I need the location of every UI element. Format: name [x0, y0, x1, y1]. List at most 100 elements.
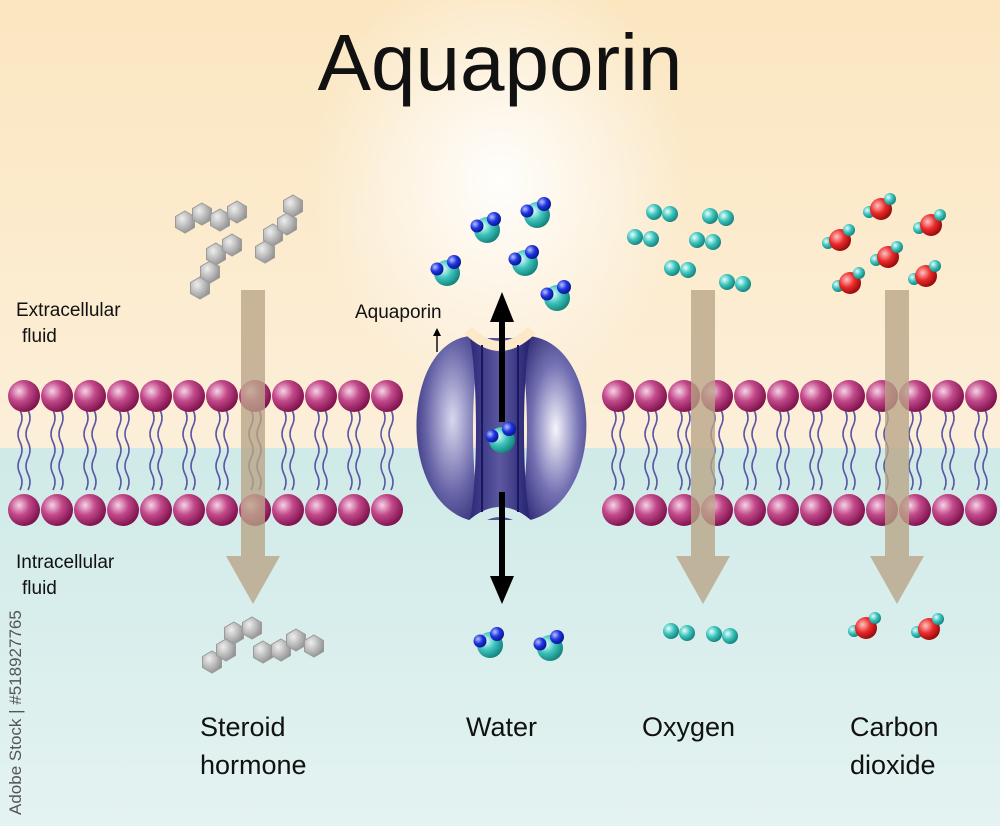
phospholipid-head — [965, 380, 997, 412]
phospholipid-head — [272, 380, 304, 412]
extracellular-label-line-2: fluid — [22, 326, 57, 347]
lipid-tail — [619, 409, 625, 491]
lipid-tail — [842, 409, 848, 491]
lipid-tail — [875, 409, 881, 491]
lipid-tail — [58, 409, 64, 491]
lipid-tail — [743, 409, 749, 491]
phospholipid-head — [800, 380, 832, 412]
phospholipid-head — [206, 380, 238, 412]
lipid-tail — [17, 409, 23, 491]
phospholipid-head — [734, 380, 766, 412]
phospholipid-head — [602, 380, 634, 412]
lipid-tail — [116, 409, 122, 491]
lipid-tail — [751, 409, 757, 491]
water-transport-arrows — [490, 292, 514, 604]
lipid-tail — [91, 409, 97, 491]
phospholipid-head — [635, 380, 667, 412]
lipid-tail — [611, 409, 617, 491]
lipid-tail — [850, 409, 856, 491]
phospholipid-head — [140, 380, 172, 412]
phospholipid-head — [74, 494, 106, 526]
lipid-tail — [809, 409, 815, 491]
steroid-hormone-label: Steroid hormone — [200, 708, 360, 784]
co2-label-line-2: dioxide — [850, 750, 936, 780]
lipid-tail — [718, 409, 724, 491]
diagram-title: Aquaporin — [317, 18, 683, 107]
phospholipid-head — [173, 380, 205, 412]
lipid-tail — [215, 409, 221, 491]
co2-label-line-1: Carbon — [850, 712, 939, 742]
intracellular-label-line-2: fluid — [22, 578, 57, 599]
steroid-label-line-2: hormone — [200, 750, 307, 780]
phospholipid-head — [107, 494, 139, 526]
phospholipid-head — [107, 380, 139, 412]
lipid-tail — [652, 409, 658, 491]
lipid-tail — [149, 409, 155, 491]
phospholipid-head — [206, 494, 238, 526]
phospholipid-head — [602, 494, 634, 526]
aquaporin-pointer-arrow — [433, 328, 441, 352]
lipid-tail — [25, 409, 31, 491]
lipid-tail — [949, 409, 955, 491]
phospholipid-head — [767, 380, 799, 412]
watermark-text: Adobe Stock | #518927765 — [6, 610, 25, 815]
oxygen-diffusion-arrow — [676, 290, 730, 604]
phospholipid-head — [635, 494, 667, 526]
phospholipid-head — [140, 494, 172, 526]
background-glow — [310, 0, 690, 400]
phospholipid-head — [305, 494, 337, 526]
intracellular-label-line-1: Intracellular — [16, 552, 115, 573]
lipid-tail — [982, 409, 988, 491]
phospholipid-head — [932, 494, 964, 526]
lipid-tail — [347, 409, 353, 491]
phospholipid-head — [932, 380, 964, 412]
lipid-tail — [908, 409, 914, 491]
lipid-tail — [314, 409, 320, 491]
aquaporin-label: Aquaporin — [355, 302, 442, 323]
phospholipid-head — [41, 494, 73, 526]
steroid-diffusion-arrow — [226, 290, 280, 604]
phospholipid-head — [74, 380, 106, 412]
phospholipid-head — [767, 494, 799, 526]
water-label-line-1: Water — [466, 712, 538, 742]
phospholipid-head — [965, 494, 997, 526]
oxygen-label-line-1: Oxygen — [642, 712, 736, 742]
phospholipid-head — [41, 380, 73, 412]
phospholipid-head — [371, 494, 403, 526]
lipid-tail — [817, 409, 823, 491]
lipid-tail — [50, 409, 56, 491]
co2-diffusion-arrow — [870, 290, 924, 604]
stock-watermark: Adobe Stock | #518927765 — [2, 590, 30, 815]
lipid-tail — [124, 409, 130, 491]
lipid-tail — [974, 409, 980, 491]
lipid-tail — [784, 409, 790, 491]
extracellular-fluid-label: Extracellular fluid — [16, 298, 186, 350]
lipid-tail — [223, 409, 229, 491]
lipid-tail — [190, 409, 196, 491]
lipid-tail — [941, 409, 947, 491]
water-label: Water — [466, 708, 537, 746]
phospholipid-head — [338, 494, 370, 526]
steroid-label-line-1: Steroid — [200, 712, 286, 742]
phospholipid-head — [371, 380, 403, 412]
extracellular-label-line-1: Extracellular — [16, 300, 121, 321]
lipid-tail — [322, 409, 328, 491]
phospholipid-head — [8, 380, 40, 412]
phospholipid-head — [734, 494, 766, 526]
phospholipid-head — [272, 494, 304, 526]
lipid-tail — [677, 409, 683, 491]
phospholipid-heads-inner — [8, 494, 997, 526]
lipid-tail — [916, 409, 922, 491]
lipid-tail — [776, 409, 782, 491]
lipid-tail — [355, 409, 361, 491]
phospholipid-head — [833, 494, 865, 526]
lipid-tail — [388, 409, 394, 491]
phospholipid-head — [173, 494, 205, 526]
lipid-tail — [281, 409, 287, 491]
intracellular-fluid-label: Intracellular fluid — [16, 550, 186, 602]
oxygen-label: Oxygen — [642, 708, 735, 746]
phospholipid-head — [8, 494, 40, 526]
phospholipid-head — [800, 494, 832, 526]
